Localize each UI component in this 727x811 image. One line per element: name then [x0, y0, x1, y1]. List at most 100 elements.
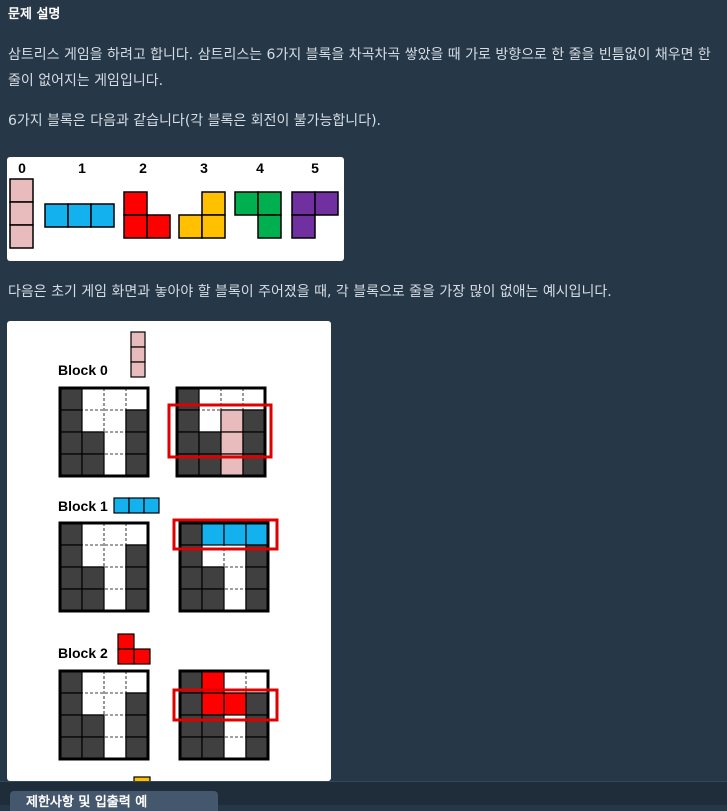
grid-cell — [223, 522, 247, 546]
example-block-0-piece — [130, 331, 146, 348]
grid-cell — [223, 692, 247, 716]
bottom-bar: 제한사항 및 입출력 예 — [0, 781, 727, 811]
grid-cell — [245, 736, 269, 760]
grid-cell — [81, 714, 105, 738]
grid-cell — [224, 737, 246, 759]
grid-cell — [125, 714, 149, 738]
grid-cell — [245, 588, 269, 612]
grid-cell — [220, 409, 244, 433]
example-block-2-piece — [133, 648, 151, 665]
grid-cell — [176, 409, 200, 433]
grid-cell — [221, 388, 243, 410]
grid-cell — [125, 431, 149, 455]
grid-cell — [104, 523, 126, 545]
grid-cell — [59, 692, 83, 716]
grid-cell — [104, 432, 126, 454]
grid-cell — [246, 671, 268, 693]
grid-cell — [199, 388, 221, 410]
grid-cell — [59, 736, 83, 760]
example-block-2-piece — [117, 633, 135, 650]
grid-cell — [201, 588, 225, 612]
block-3-cell — [178, 214, 203, 239]
example-block-0-piece — [130, 346, 146, 363]
grid-border — [58, 386, 150, 478]
block-2-cell — [146, 214, 171, 239]
grid-cell — [179, 736, 203, 760]
example-block-label-1: Block 1 — [58, 498, 108, 514]
grid-cell — [82, 523, 104, 545]
block-5-cell — [314, 191, 339, 216]
grid-cell — [179, 692, 203, 716]
grid-cell — [59, 431, 83, 455]
description-paragraph-1: 삼트리스 게임을 하려고 합니다. 삼트리스는 6가지 블록을 차곡차곡 쌓았을… — [8, 47, 711, 89]
example-block-0-piece — [130, 361, 146, 378]
block-1-cell — [90, 203, 115, 228]
grid-cell — [126, 671, 148, 693]
grid-cell — [224, 589, 246, 611]
grid-cell — [81, 736, 105, 760]
grid-cell — [125, 453, 149, 477]
example-block-label-2: Block 2 — [58, 645, 108, 661]
grid-cell — [201, 736, 225, 760]
block-label-2: 2 — [139, 160, 147, 176]
grid-border — [175, 386, 267, 478]
grid-cell — [201, 692, 225, 716]
grid-cell — [81, 566, 105, 590]
grid-cell — [59, 409, 83, 433]
grid-cell — [104, 589, 126, 611]
grid-cell — [201, 566, 225, 590]
grid-cell — [245, 692, 269, 716]
block-2-cell — [123, 191, 148, 216]
description-paragraph-3: 다음은 초기 게임 화면과 놓아야 할 블록이 주어졌을 때, 각 블록으로 줄… — [8, 284, 612, 300]
grid-cell — [220, 431, 244, 455]
block-5-cell — [291, 191, 316, 216]
grid-cell — [125, 736, 149, 760]
grid-cell — [104, 671, 126, 693]
grid-cell — [243, 388, 265, 410]
grid-cell — [104, 410, 126, 432]
grid-cell — [224, 671, 246, 693]
grid-cell — [224, 715, 246, 737]
grid-cell — [125, 544, 149, 568]
example-0-highlight — [167, 403, 273, 459]
grid-cell — [104, 567, 126, 589]
grid-cell — [82, 671, 104, 693]
grid-cell — [81, 588, 105, 612]
example-1-highlight — [172, 518, 279, 551]
grid-cell — [126, 388, 148, 410]
grid-cell — [198, 431, 222, 455]
grid-cell — [104, 737, 126, 759]
constraints-io-button[interactable]: 제한사항 및 입출력 예 — [10, 791, 218, 811]
section-title: 문제 설명 — [8, 7, 61, 22]
grid-cell — [59, 453, 83, 477]
grid-cell — [125, 566, 149, 590]
block-0-cell — [9, 178, 34, 203]
problem-description: 문제 설명 삼트리스 게임을 하려고 합니다. 삼트리스는 6가지 블록을 차곡… — [0, 0, 727, 134]
grid-cell — [126, 523, 148, 545]
example-2-before-grid — [58, 669, 150, 761]
grid-cell — [82, 693, 104, 715]
grid-cell — [242, 431, 266, 455]
block-label-1: 1 — [78, 160, 86, 176]
example-block-2-piece — [117, 648, 135, 665]
grid-cell — [176, 431, 200, 455]
grid-cell — [176, 387, 200, 411]
example-block-3-piece-partial — [133, 776, 151, 781]
block-0-cell — [9, 224, 34, 249]
grid-cell — [81, 453, 105, 477]
example-block-1-piece — [143, 497, 160, 514]
grid-cell — [81, 431, 105, 455]
block-0-cell — [9, 201, 34, 226]
grid-cell — [104, 545, 126, 567]
grid-cell — [125, 692, 149, 716]
grid-border — [58, 669, 150, 761]
example-2-after-grid — [178, 669, 270, 761]
block-label-3: 3 — [200, 160, 208, 176]
grid-cell — [59, 670, 83, 694]
block-4-cell — [234, 191, 259, 216]
grid-border — [178, 669, 270, 761]
grid-cell — [59, 387, 83, 411]
